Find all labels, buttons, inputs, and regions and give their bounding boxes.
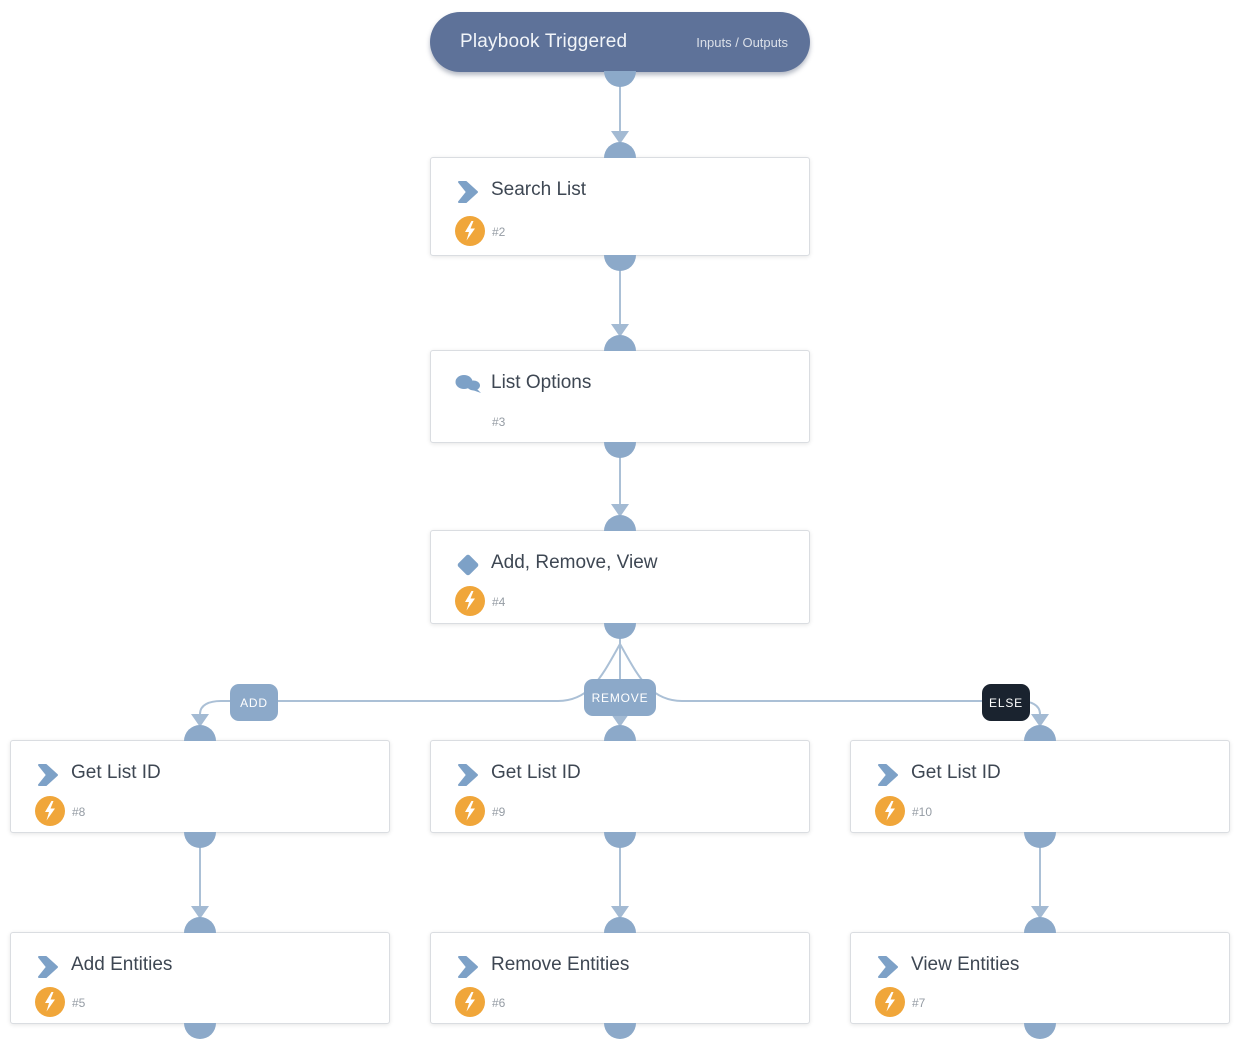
node-title: Get List ID — [491, 762, 581, 783]
inputs-outputs-link[interactable]: Inputs / Outputs — [696, 34, 788, 50]
branch-label-text: ADD — [240, 695, 268, 710]
branch-label-else[interactable]: ELSE — [982, 684, 1030, 721]
node-number: #3 — [492, 415, 506, 429]
node-card-add-remove-view[interactable]: Add, Remove, View #4 — [430, 530, 810, 624]
lightning-icon — [455, 987, 485, 1017]
node-title: Remove Entities — [491, 954, 630, 975]
action-chevron-icon — [875, 954, 901, 980]
node-number: #6 — [492, 996, 506, 1010]
node-title: Get List ID — [911, 762, 1001, 783]
action-chevron-icon — [35, 762, 61, 788]
node-title: List Options — [491, 372, 592, 393]
node-number: #8 — [72, 805, 86, 819]
node-title: Add Entities — [71, 954, 173, 975]
lightning-icon — [35, 987, 65, 1017]
lightning-icon — [875, 796, 905, 826]
decision-diamond-icon — [455, 552, 481, 578]
node-number: #5 — [72, 996, 86, 1010]
lightning-icon — [35, 796, 65, 826]
action-chevron-icon — [875, 762, 901, 788]
lightning-icon — [455, 586, 485, 616]
node-card-get-list-id-else[interactable]: Get List ID #10 — [850, 740, 1230, 833]
node-card-get-list-id-remove[interactable]: Get List ID #9 — [430, 740, 810, 833]
branch-label-text: REMOVE — [591, 690, 649, 705]
node-title: Add, Remove, View — [491, 552, 658, 573]
node-title: Get List ID — [71, 762, 161, 783]
branch-label-text: ELSE — [989, 695, 1023, 710]
action-chevron-icon — [455, 179, 481, 205]
node-number: #2 — [492, 225, 506, 239]
node-title: View Entities — [911, 954, 1020, 975]
branch-label-remove[interactable]: REMOVE — [584, 679, 656, 716]
action-chevron-icon — [455, 762, 481, 788]
node-card-search-list[interactable]: Search List #2 — [430, 157, 810, 256]
action-chevron-icon — [35, 954, 61, 980]
lightning-icon — [455, 796, 485, 826]
node-number: #7 — [912, 996, 926, 1010]
trigger-title: Playbook Triggered — [460, 31, 628, 52]
branch-label-add[interactable]: ADD — [230, 684, 278, 721]
branch-edge-else — [619, 643, 1041, 715]
node-card-view-entities[interactable]: View Entities #7 — [850, 932, 1230, 1024]
node-card-remove-entities[interactable]: Remove Entities #6 — [430, 932, 810, 1024]
playbook-trigger-node[interactable]: Playbook Triggered Inputs / Outputs — [430, 12, 810, 72]
node-title: Search List — [491, 179, 587, 200]
node-card-add-entities[interactable]: Add Entities #5 — [10, 932, 390, 1024]
lightning-icon — [875, 987, 905, 1017]
action-chevron-icon — [455, 954, 481, 980]
node-card-list-options[interactable]: List Options #3 — [430, 350, 810, 443]
prompt-chat-icon — [455, 372, 481, 398]
lightning-icon — [455, 216, 485, 246]
node-number: #10 — [912, 805, 933, 819]
node-card-get-list-id-add[interactable]: Get List ID #8 — [10, 740, 390, 833]
node-number: #4 — [492, 595, 506, 609]
node-number: #9 — [492, 805, 506, 819]
